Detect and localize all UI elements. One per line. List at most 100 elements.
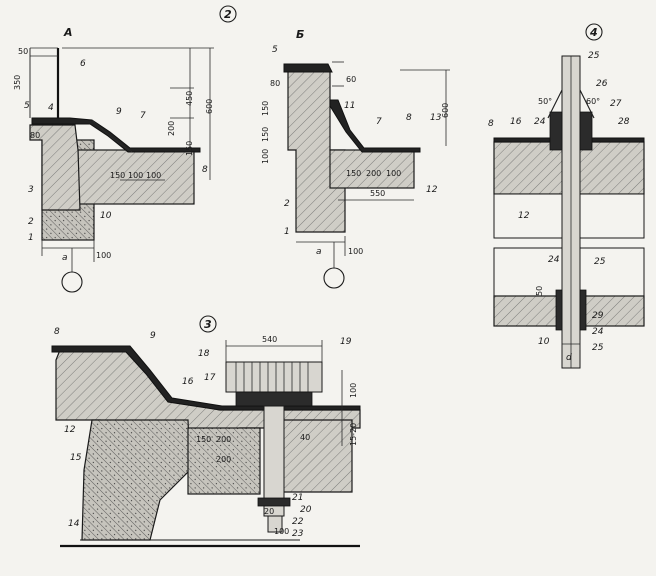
cap-b	[283, 63, 333, 73]
label-b1: 1	[284, 227, 290, 237]
drain-grate	[225, 361, 323, 393]
roof-membrane-a	[31, 117, 201, 153]
detail-number-3: 3	[204, 318, 212, 331]
label-c17: 17	[204, 373, 216, 383]
dim-c150: 150	[196, 435, 211, 444]
section-c: 3 8 9 12 14 15 16 17 18 19 20 21 22 23 5…	[51, 315, 361, 548]
label-d25: 25	[588, 51, 600, 61]
dim-d50: 50	[535, 286, 544, 296]
dim-b100: 100	[261, 149, 270, 164]
dim-c100: 100	[349, 383, 358, 398]
label-c22: 22	[292, 517, 304, 527]
label-7: 7	[140, 111, 146, 121]
label-d26: 26	[596, 79, 608, 89]
dim-b60: 60	[346, 75, 356, 84]
label-d25c: 25	[592, 343, 604, 353]
dim-c20: 20	[264, 507, 274, 516]
detail-marker-2	[219, 5, 237, 23]
slab-a	[77, 149, 195, 205]
dim-b80: 80	[270, 79, 280, 88]
dim-600: 600	[205, 99, 214, 114]
label-c21: 21	[292, 493, 303, 503]
label-b7: 7	[376, 117, 382, 127]
dim-200: 200	[167, 121, 176, 136]
dim-350: 350	[13, 75, 22, 90]
slab-b	[329, 149, 415, 189]
dim-100c: 100	[96, 251, 111, 260]
label-b11: 11	[344, 101, 355, 111]
dim-a: a	[62, 253, 68, 263]
section-b: Б 1 2 5 7 8 11 12 13 80 60 150 150 100 6…	[261, 28, 450, 289]
label-c8: 8	[54, 327, 60, 337]
label-d25b: 25	[594, 257, 606, 267]
label-d8: 8	[488, 119, 494, 129]
drain-grate-bars	[235, 362, 309, 392]
dim-100b: 100	[146, 171, 161, 180]
drain-flange	[235, 391, 313, 407]
dim-d: d	[566, 353, 572, 363]
label-b2: 2	[284, 199, 290, 209]
axis-marker-b	[323, 267, 345, 289]
dim-c15-20: 15-20	[349, 423, 358, 446]
label-c9: 9	[150, 331, 156, 341]
dim-80: 80	[30, 131, 40, 140]
label-c19: 19	[340, 337, 352, 347]
dim-b150b: 150	[261, 127, 270, 142]
dim-b150c: 150	[346, 169, 361, 178]
label-10: 10	[100, 211, 112, 221]
detail-number-2: 2	[224, 8, 232, 21]
label-d27: 27	[610, 99, 622, 109]
dim-b550: 550	[370, 189, 385, 198]
label-d12: 12	[518, 211, 530, 221]
label-d28: 28	[618, 117, 630, 127]
label-d29: 29	[592, 311, 604, 321]
label-c16: 16	[182, 377, 194, 387]
dim-c200b: 200	[216, 455, 231, 464]
roof-membrane-c	[51, 345, 361, 411]
label-d24b: 24	[548, 255, 560, 265]
angle-60: 60°	[586, 97, 600, 106]
label-c20: 20	[300, 505, 312, 515]
dim-50: 50	[18, 47, 28, 56]
label-c14: 14	[68, 519, 80, 529]
wall-b	[287, 69, 346, 233]
label-c23: 23	[292, 529, 304, 539]
dim-150b: 150	[110, 171, 125, 180]
label-3: 3	[28, 185, 34, 195]
dim-b100c: 100	[348, 247, 363, 256]
dim-b100b: 100	[386, 169, 401, 178]
detail-marker-4	[585, 23, 603, 41]
label-b8: 8	[406, 113, 412, 123]
parapet-a	[29, 124, 81, 211]
label-9: 9	[116, 107, 122, 117]
label-4: 4	[48, 103, 54, 113]
label-b13: 13	[430, 113, 442, 123]
pipe-clamp	[257, 497, 291, 507]
angle-50: 50°	[538, 97, 552, 106]
dim-b600: 600	[441, 103, 450, 118]
axis-marker-a	[61, 271, 83, 293]
label-c12: 12	[64, 425, 76, 435]
right-block-c	[281, 419, 353, 493]
label-1: 1	[28, 233, 34, 243]
dim-100a: 100	[128, 171, 143, 180]
label-2: 2	[28, 217, 34, 227]
section-letter-a: А	[63, 26, 73, 39]
pipe-end	[267, 515, 283, 533]
label-d24: 24	[534, 117, 546, 127]
section-d: 4 8 12 16 24 25 26 27 28 24 25 29 24 25	[488, 23, 645, 369]
dim-450: 450	[185, 91, 194, 106]
roof-membrane-b	[329, 99, 421, 153]
section-a: А 1 2 3 4 5 6 7 8 9 10 50 350 450 200 15…	[13, 26, 214, 293]
dim-c40: 40	[300, 433, 310, 442]
dim-b-a: a	[316, 247, 322, 257]
detail-marker-3	[199, 315, 217, 333]
label-6: 6	[80, 59, 86, 69]
dim-c200: 200	[216, 435, 231, 444]
section-letter-b: Б	[296, 28, 304, 41]
label-d10: 10	[538, 337, 550, 347]
label-8: 8	[202, 165, 208, 175]
label-b12: 12	[426, 185, 438, 195]
label-c18: 18	[198, 349, 210, 359]
